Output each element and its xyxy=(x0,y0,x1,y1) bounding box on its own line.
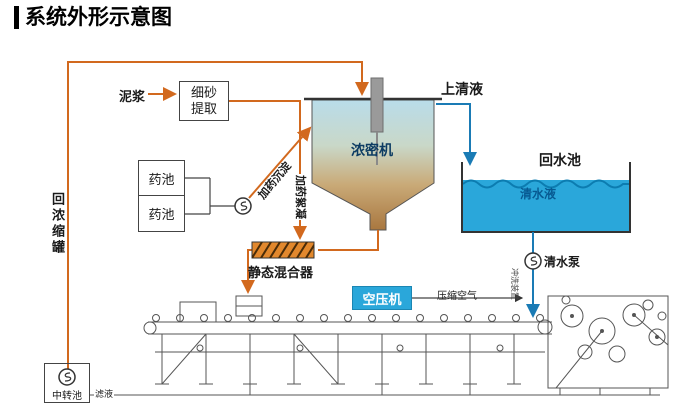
return-water-pool xyxy=(461,162,631,233)
supernatant-line xyxy=(436,103,477,166)
chemical-pool-2-label: 药池 xyxy=(148,207,175,222)
mixer-shaft xyxy=(370,77,384,133)
service-lines xyxy=(185,177,524,303)
clear-water-pump-label: 清水泵 xyxy=(544,255,581,269)
press-unit xyxy=(547,295,669,389)
chemical-pool-1-box: 药池 xyxy=(138,160,185,196)
compressed-air-label: 压缩空气 xyxy=(437,291,477,302)
clear-water-pump-icon xyxy=(524,252,542,270)
transfer-pump-icon xyxy=(58,368,76,386)
return-concentrate-tank-label: 回浓缩罐 xyxy=(48,192,67,256)
return-line xyxy=(67,61,369,369)
belt-rollers xyxy=(152,314,544,322)
return-water-pool-label: 回水池 xyxy=(539,152,581,168)
legs xyxy=(155,334,521,385)
air-compressor-box: 空压机 xyxy=(352,286,412,310)
air-compressor-label: 空压机 xyxy=(362,291,402,307)
sand-extraction-box: 细砂提取 xyxy=(179,81,229,121)
chemical-pool-1-label: 药池 xyxy=(148,171,175,187)
page-title: 系统外形示意图 xyxy=(14,6,172,30)
static-mixer-label: 静态混合器 xyxy=(248,265,314,280)
dosing-flocculation-label: 加药絮凝 xyxy=(293,174,309,220)
belt-filter-press-drawing xyxy=(90,295,669,396)
supernatant-label: 上清液 xyxy=(441,81,483,97)
sand-extraction-label: 细砂提取 xyxy=(190,84,217,116)
thickener-tank xyxy=(304,77,442,231)
thickener-label: 浓密机 xyxy=(351,142,393,158)
dosing-pump-icon xyxy=(234,197,252,215)
underflow-line xyxy=(318,230,379,251)
transfer-pool-box xyxy=(44,363,90,403)
dosing-line xyxy=(248,126,312,199)
filtrate-label: 滤液 xyxy=(94,387,115,400)
mixer-out-line xyxy=(241,249,255,294)
transfer-pool-label: 中转池 xyxy=(52,391,82,402)
static-mixer-body xyxy=(251,241,315,259)
flush-device-label: 冲洗装置 xyxy=(510,268,519,300)
chemical-pool-2-box: 药池 xyxy=(138,195,185,232)
clear-water-label: 清水液 xyxy=(520,187,557,201)
water-piping xyxy=(436,103,540,318)
chem-bracket xyxy=(185,177,235,215)
mud-label: 泥浆 xyxy=(119,89,146,104)
